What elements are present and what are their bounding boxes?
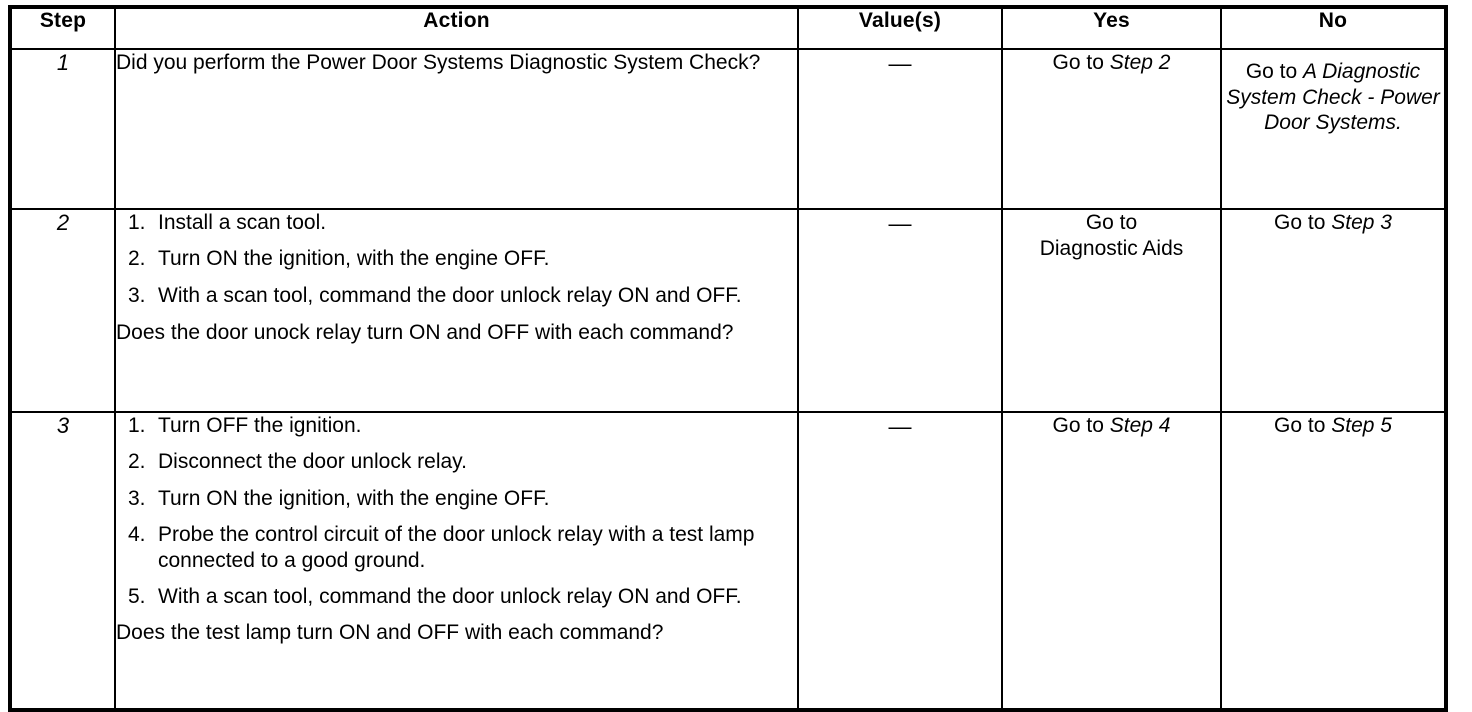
no-branch-prefix: Go to (1274, 211, 1332, 234)
table-body: 1 Did you perform the Power Door Systems… (9, 48, 1447, 711)
step-number-cell: 2 (9, 208, 116, 413)
list-item: 5. With a scan tool, command the door un… (116, 584, 797, 609)
no-branch-cell: Go to A Diagnostic System Check - Power … (1220, 48, 1447, 210)
column-header-value: Value(s) (797, 6, 1003, 50)
step-number-cell: 3 (9, 411, 116, 711)
column-header-action: Action (114, 6, 799, 50)
no-branch-target: Step 3 (1331, 211, 1392, 234)
list-item-number: 2. (128, 450, 146, 474)
yes-branch-cell: Go to Diagnostic Aids (1001, 208, 1222, 413)
list-item-text: Turn ON the ignition, with the engine OF… (158, 247, 550, 271)
action-step-list: 1. Install a scan tool. 2. Turn ON the i… (116, 210, 797, 308)
no-branch-target: Step 5 (1331, 414, 1392, 437)
step-number-cell: 1 (9, 48, 116, 210)
no-branch-prefix: Go to (1245, 60, 1304, 83)
value-cell: — (797, 411, 1003, 711)
yes-branch-target: Step 2 (1109, 51, 1171, 74)
list-item: 3. Turn ON the ignition, with the engine… (116, 486, 797, 511)
yes-branch-prefix: Go to (1052, 414, 1110, 437)
table-row: 2 1. Install a scan tool. 2. Turn ON the… (9, 208, 1447, 413)
yes-branch-cell: Go to Step 4 (1001, 411, 1222, 711)
list-item: 1. Turn OFF the ignition. (116, 413, 797, 438)
action-cell: 1. Install a scan tool. 2. Turn ON the i… (114, 208, 799, 413)
list-item-text: Turn ON the ignition, with the engine OF… (158, 486, 550, 510)
header-row: Step Action Value(s) Yes No (9, 6, 1447, 50)
action-question: Does the test lamp turn ON and OFF with … (116, 621, 664, 645)
list-item-text: Probe the control circuit of the door un… (158, 523, 755, 572)
diagnostic-procedure-table: Step Action Value(s) Yes No 1 Did you pe… (8, 5, 1448, 712)
list-item-number: 5. (128, 585, 146, 609)
action-step-list: 1. Turn OFF the ignition. 2. Disconnect … (116, 413, 797, 609)
action-question: Does the door unock relay turn ON and OF… (116, 321, 734, 345)
list-item: 4. Probe the control circuit of the door… (116, 522, 797, 573)
list-item: 1. Install a scan tool. (116, 210, 797, 235)
column-header-yes: Yes (1001, 6, 1222, 50)
list-item: 2. Turn ON the ignition, with the engine… (116, 246, 797, 271)
list-item-number: 3. (128, 283, 146, 307)
value-cell: — (797, 208, 1003, 413)
list-item: 3. With a scan tool, command the door un… (116, 283, 797, 308)
value-cell: — (797, 48, 1003, 210)
table-header: Step Action Value(s) Yes No (9, 6, 1447, 50)
column-header-no: No (1220, 6, 1447, 50)
action-cell: Did you perform the Power Door Systems D… (114, 48, 799, 210)
list-item-number: 1. (128, 414, 146, 437)
list-item: 2. Disconnect the door unlock relay. (116, 449, 797, 474)
list-item-text: With a scan tool, command the door unloc… (158, 585, 742, 609)
no-branch-cell: Go to Step 3 (1220, 208, 1447, 413)
yes-branch-cell: Go to Step 2 (1001, 48, 1222, 210)
table-row: 1 Did you perform the Power Door Systems… (9, 48, 1447, 210)
list-item-number: 1. (128, 211, 146, 234)
yes-branch-target: Diagnostic Aids (1039, 236, 1184, 260)
list-item-number: 4. (128, 523, 146, 547)
list-item-text: Install a scan tool. (158, 211, 327, 234)
no-branch-cell: Go to Step 5 (1220, 411, 1447, 711)
list-item-text: With a scan tool, command the door unloc… (158, 283, 742, 307)
list-item-text: Disconnect the door unlock relay. (158, 450, 467, 474)
action-cell: 1. Turn OFF the ignition. 2. Disconnect … (114, 411, 799, 711)
column-header-step: Step (9, 6, 116, 50)
yes-branch-prefix: Go to (1052, 51, 1110, 74)
table-row: 3 1. Turn OFF the ignition. 2. Disconnec… (9, 411, 1447, 711)
list-item-number: 2. (128, 247, 146, 271)
list-item-number: 3. (128, 486, 146, 510)
yes-branch-target: Step 4 (1109, 414, 1171, 437)
no-branch-prefix: Go to (1274, 414, 1332, 437)
list-item-text: Turn OFF the ignition. (158, 414, 362, 437)
action-lead-text: Did you perform the Power Door Systems D… (116, 51, 761, 74)
no-branch-target: A Diagnostic System Check - Power Door S… (1226, 60, 1440, 135)
yes-branch-prefix: Go to (1085, 211, 1138, 234)
